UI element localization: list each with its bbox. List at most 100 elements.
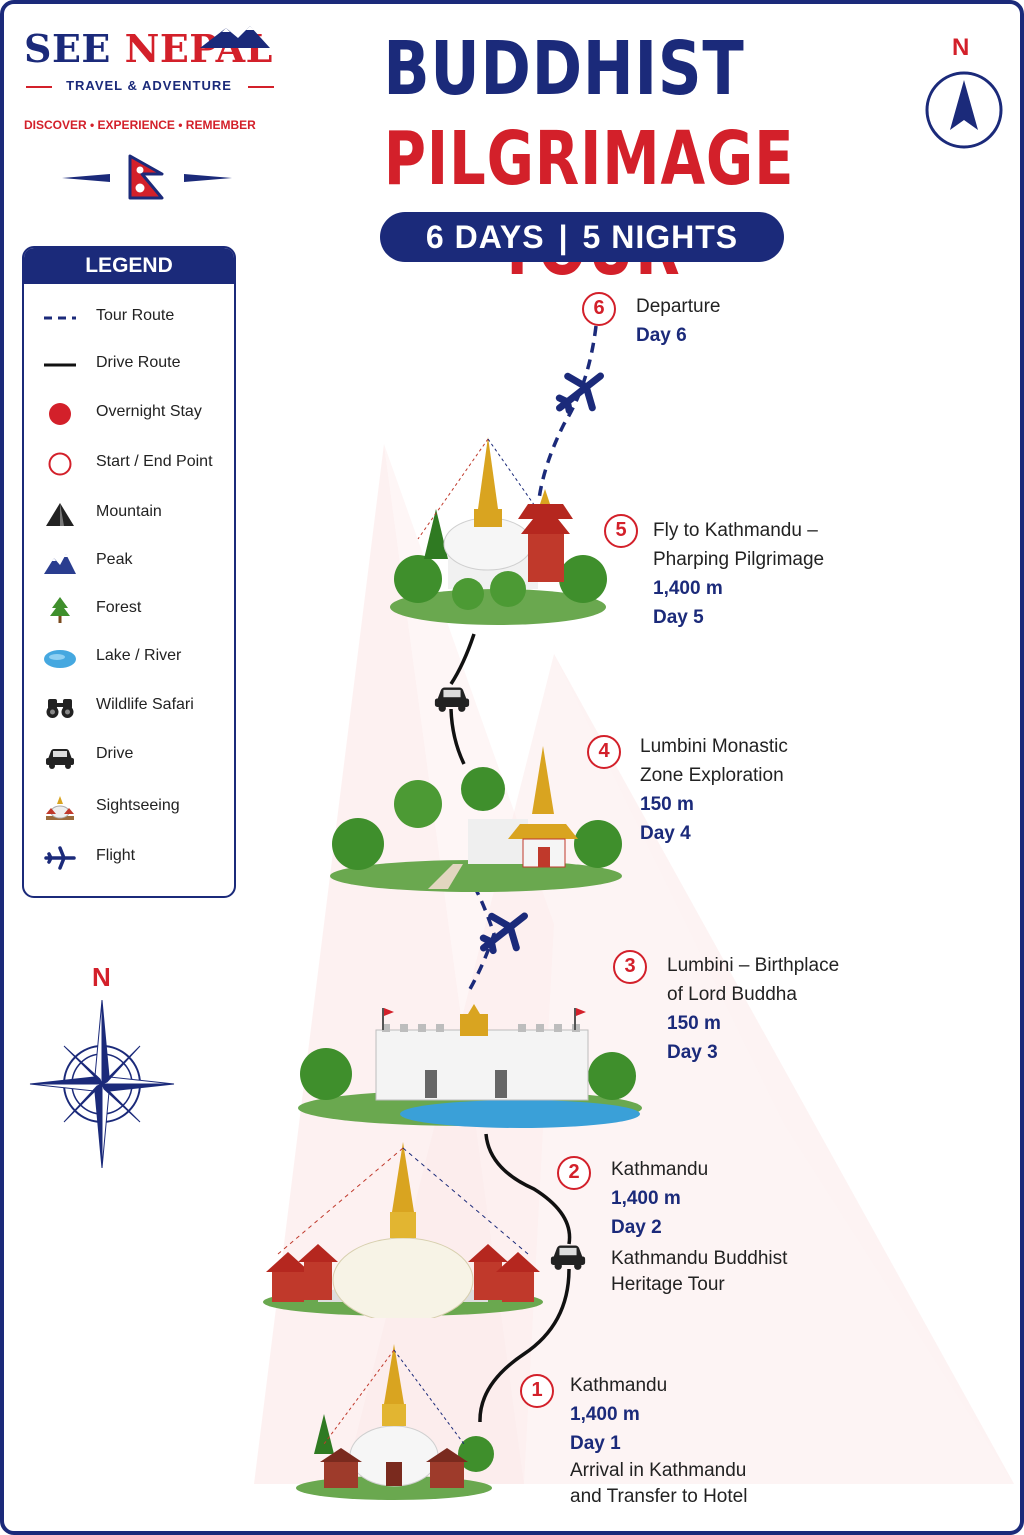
legend-label: Flight (96, 847, 136, 864)
brand-logo-title: SEE NEPAL (24, 26, 273, 71)
legend-label: Drive (96, 745, 134, 762)
stop-number-4: 4 (587, 735, 621, 769)
logo-mountain-icon (200, 26, 270, 48)
tree-icon (50, 597, 70, 623)
stop-info-1: Kathmandu 1,400 m Day 1 Arrival in Kathm… (570, 1371, 747, 1510)
stop-info-5: Fly to Kathmandu – Pharping Pilgrimage 1… (653, 516, 824, 632)
legend-item-lake-river: Lake / River (24, 638, 234, 678)
binoculars-icon (46, 699, 74, 718)
stop-desc-line1: Kathmandu Buddhist (611, 1248, 788, 1269)
stop-info-4: Lumbini Monastic Zone Exploration 150 m … (640, 732, 788, 848)
stop-desc-line2: and Transfer to Hotel (570, 1486, 748, 1507)
legend-label: Wildlife Safari (96, 696, 194, 713)
compass-arrow-icon (925, 71, 1003, 149)
nepal-flag-icon (62, 154, 232, 200)
legend-label: Sightseeing (96, 797, 180, 814)
solid-line-icon (44, 363, 76, 367)
legend-item-flight: Flight (24, 838, 234, 878)
legend-item-peak: Peak (24, 542, 234, 582)
pharping-monastery-illustration (390, 437, 607, 625)
stop-altitude: 150 m (667, 1013, 721, 1034)
stop-altitude: 1,400 m (653, 578, 723, 599)
stop-day: Day 1 (570, 1433, 621, 1454)
stop-number-2: 2 (557, 1156, 591, 1190)
stop-info-2: Kathmandu 1,400 m Day 2 Kathmandu Buddhi… (611, 1155, 787, 1298)
stop-name: Kathmandu (570, 1375, 668, 1396)
stop-info-3: Lumbini – Birthplace of Lord Buddha 150 … (667, 951, 839, 1067)
car-icon (550, 1245, 586, 1270)
stop-altitude: 1,400 m (570, 1404, 640, 1425)
legend-item-mountain: Mountain (24, 494, 234, 534)
stop-number-6: 6 (582, 292, 616, 326)
drive-route-day2 (478, 1133, 572, 1423)
plane-icon (555, 372, 604, 415)
logo-divider-right (248, 86, 274, 88)
filled-dot-icon (49, 403, 71, 425)
stop-altitude: 1,400 m (611, 1188, 681, 1209)
dashed-line-icon (44, 316, 76, 320)
duration-days: 6 DAYS (425, 219, 545, 255)
plane-icon (44, 846, 76, 870)
legend-panel: LEGEND Tour Route Drive Route Overnight … (22, 246, 236, 898)
logo-divider-left (26, 86, 52, 88)
duration-separator: | (558, 219, 569, 255)
stop-day: Day 4 (640, 823, 691, 844)
stop-number-3: 3 (613, 950, 647, 984)
stop-desc-line1: Arrival in Kathmandu (570, 1460, 747, 1481)
brand-name-see: SEE (24, 26, 125, 71)
brand-subtitle: TRAVEL & ADVENTURE (66, 78, 232, 93)
boudhanath-stupa-illustration (263, 1142, 543, 1318)
mayadevi-temple-illustration (298, 1004, 642, 1128)
legend-label: Peak (96, 551, 133, 568)
route-lines (449, 325, 598, 1423)
lumbini-monastery-illustration (330, 746, 622, 892)
legend-label: Mountain (96, 503, 162, 520)
north-label-top: N (952, 34, 970, 61)
flight-route-day4 (468, 885, 496, 990)
stop-name-line2: of Lord Buddha (667, 984, 797, 1005)
stop-day: Day 5 (653, 607, 704, 628)
legend-label: Forest (96, 599, 142, 616)
legend-item-tour-route: Tour Route (24, 298, 234, 338)
page-title-line1: BUDDHIST (383, 26, 745, 112)
stop-name: Departure (636, 296, 721, 317)
legend-item-drive-route: Drive Route (24, 345, 234, 385)
temple-icon (46, 796, 74, 820)
plane-icon (479, 912, 528, 955)
peak-icon (44, 554, 76, 574)
mountain-icon (46, 503, 74, 526)
stop-number-5: 5 (604, 514, 638, 548)
stop-name-line2: Pharping Pilgrimage (653, 549, 825, 570)
lake-icon (44, 650, 76, 668)
car-icon (434, 687, 470, 712)
legend-label: Drive Route (96, 354, 181, 371)
stop-name: Kathmandu (611, 1159, 709, 1180)
north-label-rose: N (92, 962, 111, 992)
legend-item-start-end: Start / End Point (24, 444, 234, 484)
duration-badge: 6 DAYS | 5 NIGHTS (380, 212, 784, 262)
stop-day: Day 2 (611, 1217, 662, 1238)
legend-heading: LEGEND (24, 248, 234, 284)
duration-nights: 5 NIGHTS (582, 219, 739, 255)
stop-altitude: 150 m (640, 794, 694, 815)
stop-day: Day 6 (636, 325, 687, 346)
car-icon (46, 749, 74, 769)
brand-tagline: DISCOVER • EXPERIENCE • REMEMBER (24, 118, 256, 132)
legend-item-forest: Forest (24, 590, 234, 630)
stop-name-line1: Fly to Kathmandu – (653, 520, 818, 541)
legend-label: Tour Route (96, 307, 175, 324)
ring-icon (48, 452, 72, 476)
compass-rose-icon (29, 999, 175, 1168)
legend-item-overnight-stay: Overnight Stay (24, 394, 234, 434)
legend-label: Overnight Stay (96, 403, 202, 420)
stop-desc-line2: Heritage Tour (611, 1274, 725, 1295)
stop-name-line2: Zone Exploration (640, 765, 784, 786)
flight-route-day6 (537, 325, 598, 500)
stop-info-6: Departure Day 6 (636, 292, 721, 350)
stop-name-line1: Lumbini Monastic (640, 736, 788, 757)
stop-name-line1: Lumbini – Birthplace (667, 955, 840, 976)
stop-number-1: 1 (520, 1374, 554, 1408)
drive-route-day5 (449, 633, 476, 765)
legend-label: Lake / River (96, 647, 182, 664)
